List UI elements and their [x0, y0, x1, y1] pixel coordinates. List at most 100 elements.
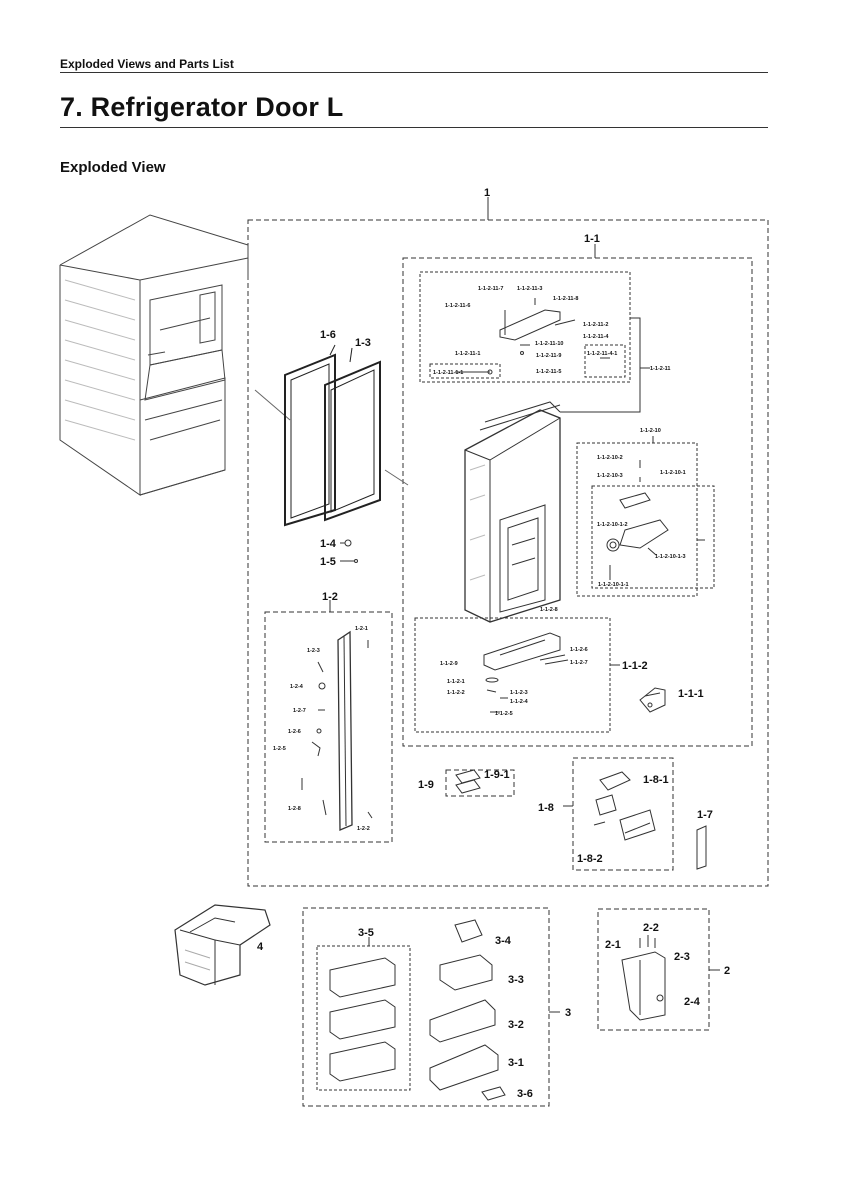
label-1-8-1: 1-8-1	[643, 774, 669, 786]
label-1-2-8: 1-2-8	[288, 806, 301, 812]
label-3-1: 3-1	[508, 1057, 524, 1069]
label-1-1-2-2: 1-1-2-2	[447, 690, 465, 696]
label-1-1-2-11-6: 1-1-2-11-6	[445, 303, 470, 309]
label-1-1-2-11-5: 1-1-2-11-5	[536, 369, 561, 375]
label-1-1-2-9: 1-1-2-9	[440, 661, 458, 667]
label-1-1-2-11-7: 1-1-2-11-7	[478, 286, 503, 292]
pointer-line-door	[384, 469, 409, 486]
label-1-4: 1-4	[320, 538, 337, 550]
group-box-3	[302, 907, 550, 1107]
label-2-1: 2-1	[605, 939, 621, 951]
label-2: 2	[724, 965, 730, 977]
label-1-1-2-10-3: 1-1-2-10-3	[597, 473, 623, 479]
label-1-1-2-11-4: 1-1-2-11-4	[583, 334, 609, 340]
subgroup-boxes	[316, 271, 715, 1091]
label-1-2-6: 1-2-6	[288, 729, 301, 735]
label-1-1-2-10-1-2: 1-1-2-10-1-2	[597, 522, 628, 528]
label-1-1-2-10-1-3: 1-1-2-10-1-3	[655, 554, 686, 560]
page-title: 7. Refrigerator Door L	[60, 92, 344, 122]
leader-1-1-2-11	[560, 317, 641, 413]
label-1-2-7: 1-2-7	[293, 708, 306, 714]
label-3-5: 3-5	[358, 927, 374, 939]
group-box-1-1-2-11	[419, 271, 631, 383]
label-1-5: 1-5	[320, 556, 336, 568]
group-box-1-1-2-10-1	[591, 485, 715, 589]
label-1-9-1: 1-9-1	[484, 769, 510, 781]
bracket-2-drawing	[621, 935, 666, 1021]
label-2-3: 2-3	[674, 951, 690, 963]
leader-1-3	[349, 347, 353, 363]
label-1-1-2-8: 1-1-2-8	[540, 607, 558, 613]
label-1: 1	[484, 187, 490, 199]
door-bins-drawing	[329, 919, 506, 1101]
label-1-6: 1-6	[320, 329, 336, 341]
label-1-2-4: 1-2-4	[290, 684, 304, 690]
cover-1-9-drawing	[455, 769, 481, 794]
group-box-1-1	[402, 257, 753, 747]
label-1-1-1: 1-1-1	[678, 688, 704, 700]
label-1-1-2-11-10: 1-1-2-11-10	[535, 341, 563, 347]
label-3-3: 3-3	[508, 974, 524, 986]
label-1-1-2-11-2: 1-1-2-11-2	[583, 322, 608, 328]
label-1-1-2-5: 1-1-2-5	[495, 711, 513, 717]
group-box-1-1-2-11-4	[584, 344, 626, 378]
label-1-1-2-4: 1-1-2-4	[510, 699, 529, 705]
section-subtitle: Exploded View	[60, 159, 166, 176]
group-box-1-9	[445, 769, 515, 797]
label-2-4: 2-4	[684, 996, 701, 1008]
dispenser-housing-4-drawing	[174, 904, 271, 986]
label-3: 3	[565, 1007, 571, 1019]
label-1-2-1: 1-2-1	[355, 626, 368, 632]
label-1-2-5: 1-2-5	[273, 746, 286, 752]
label-2-2: 2-2	[643, 922, 659, 934]
label-1-1-2: 1-1-2	[622, 660, 648, 672]
label-1-2: 1-2	[322, 591, 338, 603]
label-1-1-2-10-2: 1-1-2-10-2	[597, 455, 623, 461]
label-1-8-2: 1-8-2	[577, 853, 603, 865]
header-rule	[60, 72, 768, 73]
label-3-2: 3-2	[508, 1019, 524, 1031]
small-parts-1-4-1-5	[340, 539, 358, 563]
label-3-4: 3-4	[495, 935, 512, 947]
door-panel-drawing	[464, 401, 561, 623]
trim-small-parts-drawing	[485, 677, 508, 713]
refrigerator-cabinet-drawing	[59, 214, 249, 496]
top-bracket-drawing	[455, 298, 610, 375]
label-1-8: 1-8	[538, 802, 554, 814]
ice-maker-1-8-drawing	[593, 771, 656, 841]
label-1-1-2-1: 1-1-2-1	[447, 679, 465, 685]
door-gasket-drawing	[284, 344, 381, 527]
label-1-7: 1-7	[697, 809, 713, 821]
label-1-1-2-10-1: 1-1-2-10-1	[660, 470, 686, 476]
bottom-trim-drawing	[483, 632, 569, 671]
dispenser-assembly-drawing	[606, 460, 669, 580]
label-1-1-2-11-4-1: 1-1-2-11-4-1	[587, 351, 617, 357]
label-1-1: 1-1	[584, 233, 600, 245]
hinge-drawing	[639, 687, 666, 713]
label-1-3: 1-3	[355, 337, 371, 349]
label-4: 4	[257, 941, 264, 953]
group-box-1-1-2-10	[576, 442, 698, 597]
label-1-1-2-3: 1-1-2-3	[510, 690, 528, 696]
group-box-1-1-2	[414, 617, 611, 733]
hinge-strip-drawing	[301, 630, 373, 831]
label-1-1-2-11-8: 1-1-2-11-8	[553, 296, 578, 302]
label-3-6: 3-6	[517, 1088, 533, 1100]
group-box-3-5	[316, 945, 411, 1091]
label-1-2-2: 1-2-2	[357, 826, 370, 832]
group-box-1-8	[572, 757, 674, 871]
label-1-1-2-10-1-1: 1-1-2-10-1-1	[598, 582, 629, 588]
label-1-2-3: 1-2-3	[307, 648, 320, 654]
label-1-1-2-11-1: 1-1-2-11-1	[455, 351, 480, 357]
label-1-1-2-10: 1-1-2-10	[640, 428, 661, 434]
label-1-1-2-7: 1-1-2-7	[570, 660, 588, 666]
panel-1-7-drawing	[696, 825, 707, 870]
label-1-1-2-11-3: 1-1-2-11-3	[517, 286, 542, 292]
group-box-1	[247, 219, 769, 887]
section-header: Exploded Views and Parts List	[60, 57, 234, 71]
title-rule	[60, 127, 768, 128]
group-box-1-1-2-11-1	[429, 363, 501, 379]
label-1-1-2-11-9: 1-1-2-11-9	[536, 353, 561, 359]
group-box-1-2	[264, 611, 393, 843]
